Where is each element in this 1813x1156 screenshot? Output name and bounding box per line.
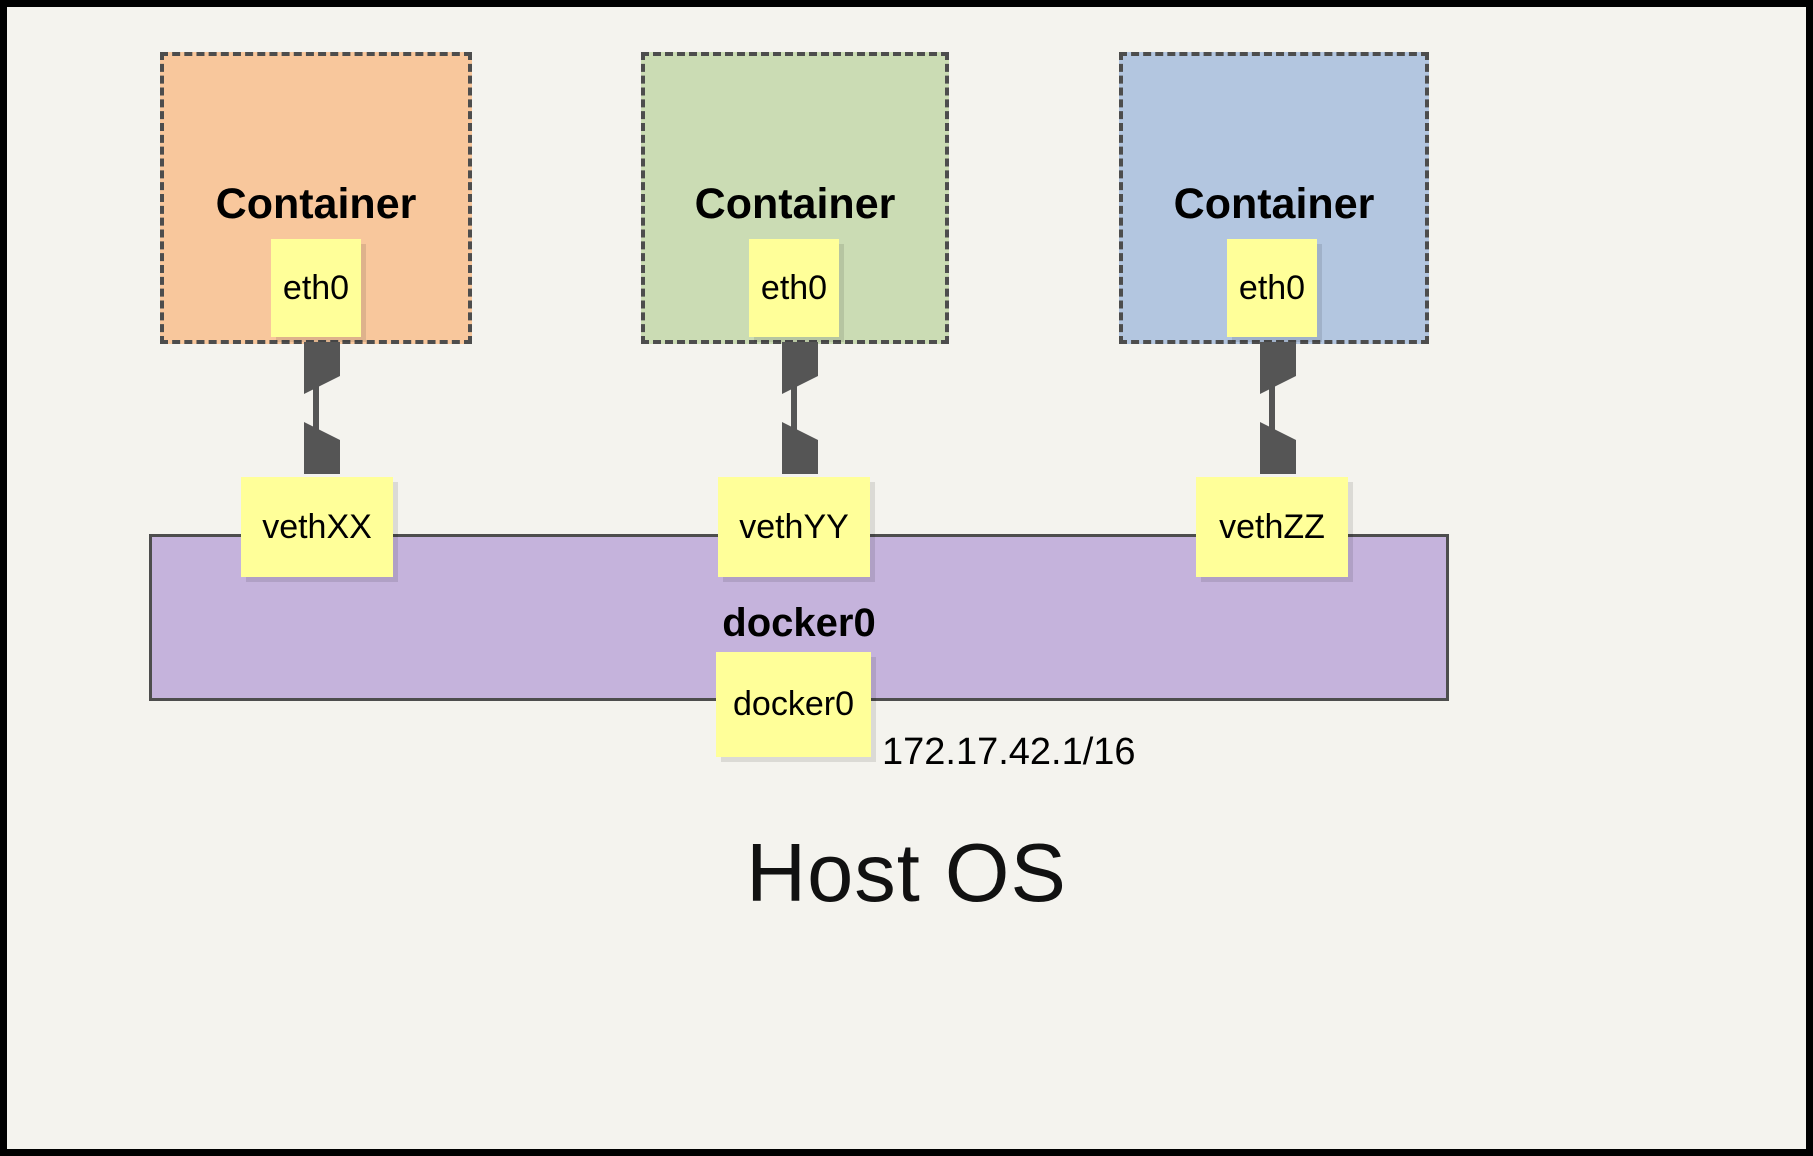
docker0-interface-label: docker0 (733, 685, 854, 723)
eth0-label-2: eth0 (760, 268, 828, 307)
veth-label-yy: vethYY (739, 507, 849, 546)
veth-node-xx[interactable]: vethXX (241, 477, 393, 577)
container-title-2: Container (694, 180, 896, 228)
veth-label-zz: vethZZ (1219, 507, 1325, 546)
eth0-label-3: eth0 (1238, 268, 1306, 307)
eth0-label-1: eth0 (282, 268, 350, 307)
container-title-3: Container (1173, 180, 1375, 228)
eth0-node-1[interactable]: eth0 (271, 239, 361, 337)
veth-node-yy[interactable]: vethYY (718, 477, 870, 577)
veth-label-xx: vethXX (262, 507, 372, 546)
docker0-ip-address: 172.17.42.1/16 (882, 731, 1136, 773)
eth0-node-3[interactable]: eth0 (1227, 239, 1317, 337)
docker0-bridge-label: docker0 (722, 601, 876, 645)
veth-node-zz[interactable]: vethZZ (1196, 477, 1348, 577)
arrow-eth0-vethyy-icon (782, 342, 818, 474)
docker0-interface-node[interactable]: docker0 (716, 652, 871, 757)
host-os-title: Host OS (746, 826, 1067, 919)
arrow-eth0-vethzz-icon (1260, 342, 1296, 474)
container-title-1: Container (215, 180, 417, 228)
arrow-eth0-vethxx-icon (304, 342, 340, 474)
eth0-node-2[interactable]: eth0 (749, 239, 839, 337)
